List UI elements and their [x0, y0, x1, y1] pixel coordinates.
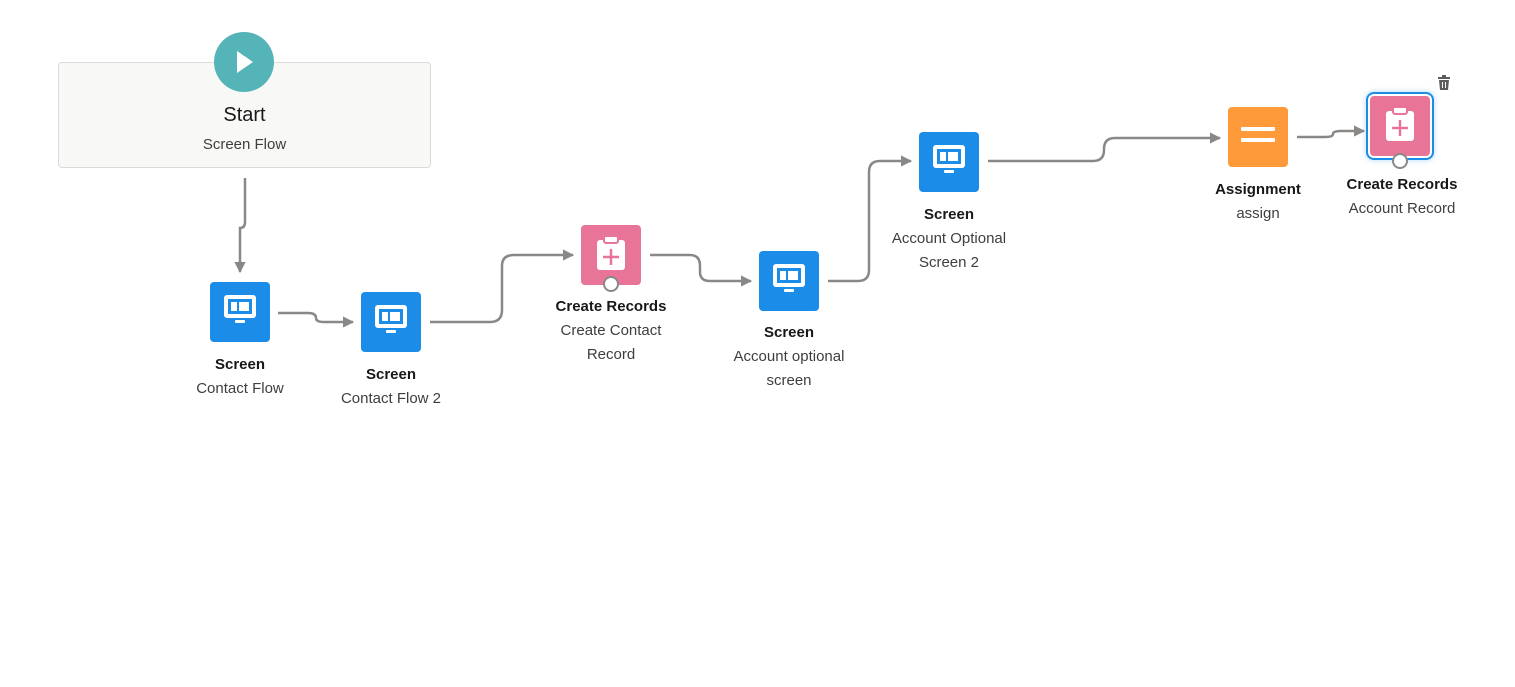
create-records-node-create-contact-record[interactable]	[581, 225, 641, 285]
create-records-icon	[1383, 105, 1417, 148]
screen-icon	[373, 302, 409, 343]
create-records-icon	[594, 234, 628, 277]
screen-icon	[771, 261, 807, 302]
trash-icon[interactable]	[1437, 75, 1451, 91]
fault-connector-port[interactable]	[1392, 153, 1408, 169]
element-label-account-optional-screen-2: Screen Account Optional Screen 2	[864, 203, 1034, 275]
element-type: Screen	[365, 366, 417, 383]
screen-node-contact-flow-2[interactable]	[361, 292, 421, 352]
element-type: Screen	[923, 206, 975, 223]
element-name: Create Contact Record	[560, 322, 662, 363]
element-label-create-contact-record: Create Records Create Contact Record	[526, 295, 696, 367]
screen-node-account-optional-screen-2[interactable]	[919, 132, 979, 192]
play-icon[interactable]	[214, 32, 274, 92]
element-name: Contact Flow	[196, 380, 284, 397]
element-label-assign: Assignment assign	[1173, 178, 1343, 226]
element-name: assign	[1236, 205, 1280, 222]
connector-start-to-screen-1[interactable]	[234, 178, 247, 274]
screen-node-account-optional-screen[interactable]	[759, 251, 819, 311]
assignment-icon	[1240, 123, 1276, 152]
create-records-node-account-record[interactable]	[1370, 96, 1430, 156]
element-type: Screen	[763, 324, 815, 341]
fault-connector-port[interactable]	[603, 276, 619, 292]
screen-node-contact-flow[interactable]	[210, 282, 270, 342]
element-type: Create Records	[555, 298, 667, 315]
element-type: Screen	[214, 356, 266, 373]
element-label-account-optional-screen: Screen Account optional screen	[704, 321, 874, 393]
screen-icon	[931, 142, 967, 183]
start-title: Start	[223, 104, 266, 126]
element-name: Account Record	[1348, 200, 1456, 217]
element-label-contact-flow-2: Screen Contact Flow 2	[306, 363, 476, 411]
element-type: Create Records	[1346, 176, 1458, 193]
connector-screen-4-to-assignment[interactable]	[988, 132, 1222, 163]
element-name: Account optional screen	[733, 348, 845, 389]
screen-icon	[222, 292, 258, 333]
start-subtitle: Screen Flow	[202, 136, 287, 153]
element-label-contact-flow: Screen Contact Flow	[155, 353, 325, 401]
element-name: Account Optional Screen 2	[891, 230, 1007, 271]
element-label-account-record: Create Records Account Record	[1317, 173, 1487, 221]
connector-assignment-to-create-account[interactable]	[1297, 125, 1366, 139]
connector-screen-3-to-screen-4[interactable]	[828, 155, 913, 283]
assignment-node-assign[interactable]	[1228, 107, 1288, 167]
connector-create-contact-to-screen-3[interactable]	[650, 253, 753, 287]
connector-screen-1-to-screen-2[interactable]	[278, 311, 355, 328]
element-type: Assignment	[1215, 181, 1301, 198]
connector-screen-2-to-create-contact[interactable]	[430, 249, 575, 324]
element-name: Contact Flow 2	[340, 390, 442, 407]
